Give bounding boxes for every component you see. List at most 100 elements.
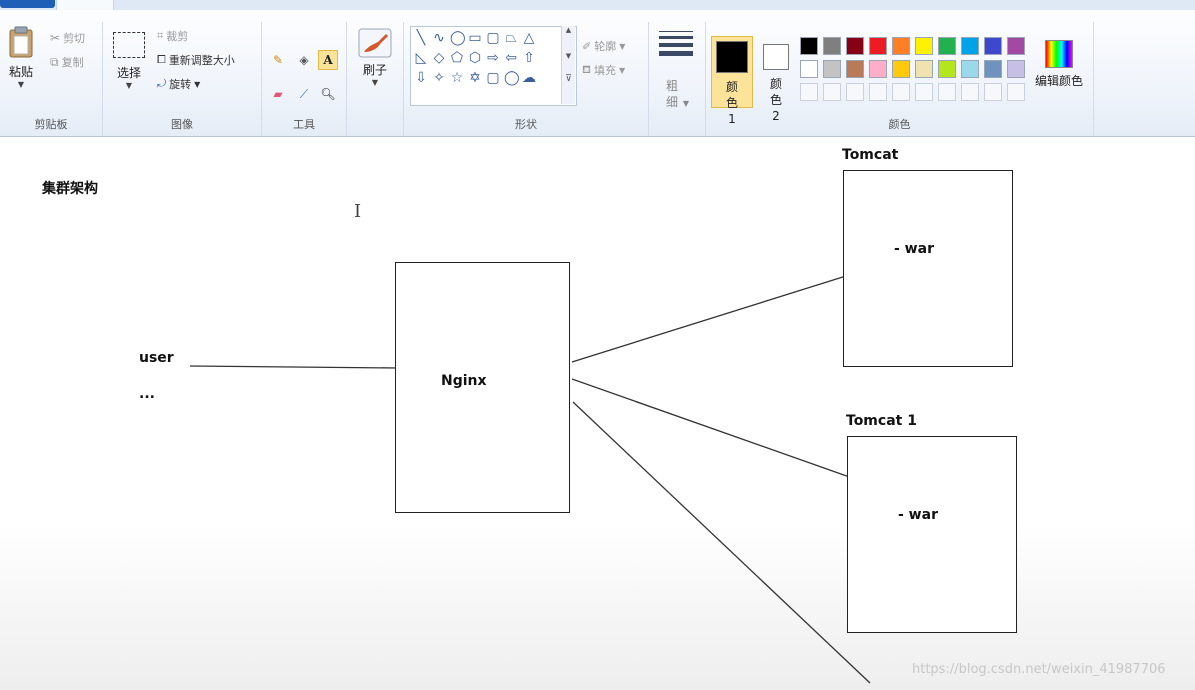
tab-home[interactable] bbox=[56, 0, 114, 10]
four-point-star-shape-icon[interactable]: ✧ bbox=[433, 70, 445, 86]
triangle-shape-icon[interactable]: △ bbox=[523, 30, 535, 46]
paste-label: 粘贴 bbox=[8, 65, 33, 79]
select-dropdown-arrow-icon[interactable]: ▼ bbox=[125, 81, 133, 90]
select-button[interactable]: 选择 ▼ bbox=[111, 32, 147, 90]
pentagon-shape-icon[interactable]: ⬠ bbox=[450, 50, 464, 66]
palette-custom-slot[interactable] bbox=[1007, 83, 1025, 101]
palette-color-swatch[interactable] bbox=[984, 37, 1002, 55]
tomcat-box: - war bbox=[843, 170, 1013, 367]
cut-button[interactable]: ✂ 剪切 bbox=[50, 30, 85, 46]
resize-icon: ⧠ bbox=[157, 53, 166, 66]
paste-dropdown-arrow-icon[interactable]: ▼ bbox=[17, 80, 25, 89]
color-picker-tool[interactable]: ⟋ bbox=[294, 84, 314, 104]
pencil-tool[interactable]: ✎ bbox=[268, 50, 288, 70]
palette-color-swatch[interactable] bbox=[846, 37, 864, 55]
brush-group: 刷子 ▼ bbox=[347, 22, 404, 136]
diamond-shape-icon[interactable]: ◇ bbox=[433, 50, 445, 66]
right-triangle-shape-icon[interactable]: ◺ bbox=[415, 50, 427, 66]
color2-button[interactable]: 颜色 2 bbox=[756, 36, 796, 123]
palette-custom-slot[interactable] bbox=[961, 83, 979, 101]
palette-custom-slot[interactable] bbox=[846, 83, 864, 101]
palette-color-swatch[interactable] bbox=[823, 60, 841, 78]
palette-color-swatch[interactable] bbox=[846, 60, 864, 78]
resize-button[interactable]: ⧠ 重新调整大小 bbox=[157, 52, 235, 68]
curve-shape-icon[interactable]: ∿ bbox=[433, 30, 445, 46]
palette-color-swatch[interactable] bbox=[892, 37, 910, 55]
palette-color-swatch[interactable] bbox=[938, 37, 956, 55]
hexagon-shape-icon[interactable]: ⬡ bbox=[468, 50, 482, 66]
cloud-callout-shape-icon[interactable]: ☁ bbox=[522, 70, 536, 86]
oval-callout-shape-icon[interactable]: ◯ bbox=[504, 70, 520, 86]
shapes-group: 形状 bbox=[404, 22, 649, 136]
text-tool[interactable]: A bbox=[318, 50, 338, 70]
palette-color-swatch[interactable] bbox=[1007, 37, 1025, 55]
rotate-button[interactable]: ⤾ 旋转 ▼ bbox=[157, 76, 200, 92]
palette-color-swatch[interactable] bbox=[1007, 60, 1025, 78]
palette-color-swatch[interactable] bbox=[869, 60, 887, 78]
scroll-down-icon[interactable]: ▼ bbox=[565, 52, 572, 60]
rounded-callout-shape-icon[interactable]: ▢ bbox=[486, 70, 500, 86]
rotate-dropdown-arrow-icon[interactable]: ▼ bbox=[194, 79, 201, 89]
text-cursor-icon: I bbox=[354, 201, 362, 222]
rainbow-palette-icon bbox=[1045, 40, 1073, 68]
fill-dropdown-arrow-icon[interactable]: ▼ bbox=[619, 65, 626, 75]
down-arrow-shape-icon[interactable]: ⇩ bbox=[415, 70, 427, 86]
crop-button[interactable]: ⌗ 裁剪 bbox=[157, 28, 188, 44]
gallery-expand-icon[interactable]: ⊽ bbox=[565, 74, 572, 84]
magnifier-tool[interactable]: 🔍︎ bbox=[318, 84, 338, 104]
crop-icon: ⌗ bbox=[157, 29, 164, 42]
palette-color-swatch[interactable] bbox=[915, 60, 933, 78]
line-shape-icon[interactable]: ╲ bbox=[416, 30, 426, 46]
file-menu-tab[interactable] bbox=[0, 0, 55, 8]
edit-colors-button[interactable]: 编辑颜色 bbox=[1033, 40, 1085, 89]
up-arrow-shape-icon[interactable]: ⇧ bbox=[523, 50, 535, 66]
rotate-icon: ⤾ bbox=[157, 77, 167, 90]
palette-custom-slot[interactable] bbox=[938, 83, 956, 101]
copy-button[interactable]: ⧉ 复制 bbox=[50, 54, 84, 70]
palette-color-swatch[interactable] bbox=[938, 60, 956, 78]
tomcat1-box: - war bbox=[847, 436, 1017, 633]
palette-custom-slot[interactable] bbox=[800, 83, 818, 101]
rectangle-shape-icon[interactable]: ▭ bbox=[468, 30, 482, 46]
six-point-star-shape-icon[interactable]: ✡ bbox=[469, 70, 481, 86]
tomcat1-content: - war bbox=[898, 507, 938, 523]
fill-tool[interactable]: ◈ bbox=[294, 50, 314, 70]
shapes-gallery-scrollbar[interactable]: ▲ ▼ ⊽ bbox=[561, 26, 575, 104]
outline-dropdown-arrow-icon[interactable]: ▼ bbox=[619, 41, 626, 51]
palette-color-swatch[interactable] bbox=[984, 60, 1002, 78]
palette-custom-slot[interactable] bbox=[823, 83, 841, 101]
palette-custom-slot[interactable] bbox=[984, 83, 1002, 101]
size-group[interactable]: 粗细 ▼ bbox=[649, 22, 706, 136]
left-arrow-shape-icon[interactable]: ⇦ bbox=[505, 50, 517, 66]
five-point-star-shape-icon[interactable]: ☆ bbox=[450, 70, 464, 86]
oval-shape-icon[interactable]: ◯ bbox=[450, 30, 466, 46]
palette-color-swatch[interactable] bbox=[823, 37, 841, 55]
paste-button[interactable]: 粘贴 ▼ bbox=[4, 26, 38, 89]
eraser-tool[interactable]: ▰ bbox=[268, 84, 288, 104]
size-dropdown-arrow-icon[interactable]: ▼ bbox=[682, 99, 689, 108]
polygon-shape-icon[interactable]: ⏢ bbox=[505, 30, 517, 46]
palette-color-swatch[interactable] bbox=[915, 37, 933, 55]
palette-color-swatch[interactable] bbox=[800, 37, 818, 55]
palette-color-swatch[interactable] bbox=[961, 60, 979, 78]
rotate-label: 旋转 bbox=[169, 78, 192, 91]
color1-button[interactable]: 颜色 1 bbox=[711, 36, 753, 126]
colors-group-label: 颜色 bbox=[888, 118, 911, 131]
clipboard-group-label: 剪贴板 bbox=[34, 118, 68, 131]
fill-button[interactable]: ⛾ 填充 ▼ bbox=[582, 62, 625, 78]
right-arrow-shape-icon[interactable]: ⇨ bbox=[487, 50, 499, 66]
nginx-to-offscreen-line bbox=[572, 401, 871, 684]
brush-button[interactable]: 刷子 ▼ bbox=[355, 28, 395, 87]
palette-color-swatch[interactable] bbox=[800, 60, 818, 78]
rounded-rectangle-shape-icon[interactable]: ▢ bbox=[486, 30, 500, 46]
palette-custom-slot[interactable] bbox=[915, 83, 933, 101]
palette-color-swatch[interactable] bbox=[892, 60, 910, 78]
scroll-up-icon[interactable]: ▲ bbox=[565, 26, 572, 34]
palette-custom-slot[interactable] bbox=[892, 83, 910, 101]
outline-button[interactable]: ✐ 轮廓 ▼ bbox=[582, 38, 625, 54]
brush-dropdown-arrow-icon[interactable]: ▼ bbox=[371, 78, 379, 87]
palette-color-swatch[interactable] bbox=[961, 37, 979, 55]
palette-custom-slot[interactable] bbox=[869, 83, 887, 101]
palette-color-swatch[interactable] bbox=[869, 37, 887, 55]
